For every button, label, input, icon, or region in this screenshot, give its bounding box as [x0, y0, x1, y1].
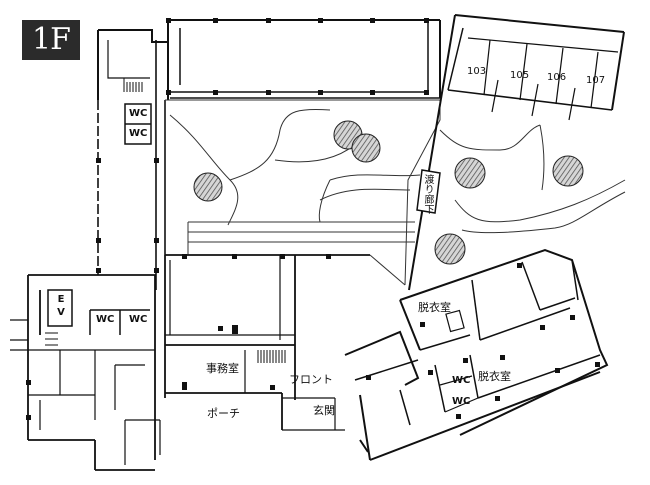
wc-label: WC	[452, 396, 471, 407]
west-service-block	[10, 274, 161, 471]
elevator-label-e: E	[57, 294, 65, 305]
east-garden-paths	[439, 124, 626, 234]
office-label: 事務室	[206, 362, 239, 375]
courtyard-trees	[193, 120, 584, 265]
wc-label: WC	[129, 108, 148, 119]
north-wing	[97, 19, 441, 100]
tree-icon	[193, 172, 223, 202]
room-label-106: 106	[547, 72, 567, 83]
dressing-room-label: 脱衣室	[478, 370, 511, 383]
tree-icon	[351, 133, 381, 163]
floor-label: 1F	[22, 20, 80, 60]
west-corridor	[97, 40, 166, 290]
courtyard	[165, 99, 441, 286]
tree-icon	[454, 157, 486, 189]
room-label-107: 107	[586, 75, 606, 86]
porch-label: ポーチ	[207, 407, 240, 420]
columns	[26, 18, 600, 420]
tree-icon	[552, 155, 584, 187]
wc-label: WC	[452, 375, 471, 386]
room-label-105: 105	[510, 70, 530, 81]
bath-wing-lower	[344, 330, 601, 461]
entrance-label: 玄関	[313, 404, 335, 417]
connecting-corridor-label: 渡り廊下	[422, 174, 433, 214]
lobby-block	[164, 254, 370, 431]
tree-icon	[434, 233, 466, 265]
bath-wing	[399, 248, 609, 436]
front-desk-label: フロント	[289, 373, 333, 386]
dressing-room-label: 脱衣室	[418, 301, 451, 314]
connecting-corridor	[416, 169, 441, 214]
lobby-stair	[257, 350, 286, 363]
room-label-103: 103	[467, 66, 487, 77]
wc-label: WC	[129, 314, 148, 325]
elevator-label-v: V	[57, 307, 65, 318]
wc-label: WC	[129, 128, 148, 139]
wc-label: WC	[96, 314, 115, 325]
north-stair	[123, 82, 143, 92]
east-wing	[408, 14, 625, 291]
